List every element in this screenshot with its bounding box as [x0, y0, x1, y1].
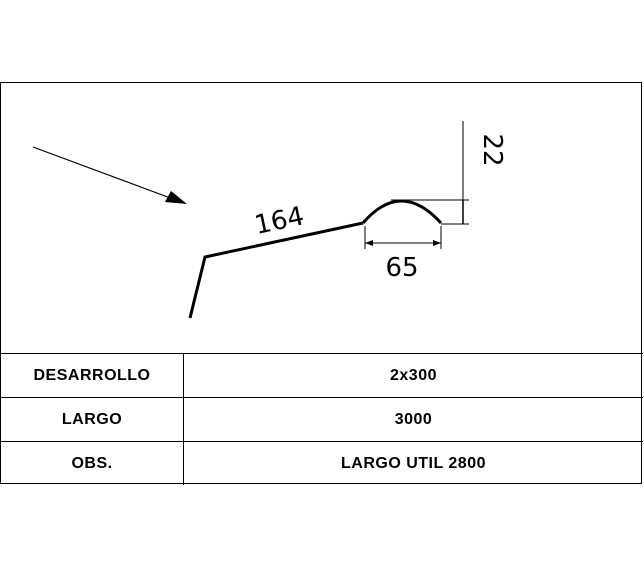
width-dimension-label: 65 [385, 253, 418, 283]
height-dimension [391, 121, 469, 225]
direction-arrow [32, 146, 187, 204]
drawing-sheet: 164 22 65 DESARROLLO 2x300 LARGO 3000 OB… [0, 82, 643, 485]
profile-drawing: 164 22 65 [1, 83, 643, 353]
table-row: LARGO 3000 [1, 397, 643, 442]
spec-table: DESARROLLO 2x300 LARGO 3000 OBS. LARGO U… [1, 353, 643, 485]
spec-label: OBS. [1, 441, 184, 485]
table-row: DESARROLLO 2x300 [1, 353, 643, 398]
length-dimension-label: 164 [252, 201, 307, 241]
spec-label: DESARROLLO [1, 353, 184, 398]
spec-value: LARGO UTIL 2800 [183, 441, 643, 485]
table-row: OBS. LARGO UTIL 2800 [1, 441, 643, 485]
spec-value: 3000 [183, 397, 643, 442]
profile-svg: 164 22 65 [32, 121, 507, 319]
sheet-profile [188, 199, 443, 319]
width-dimension [364, 226, 442, 249]
spec-label: LARGO [1, 397, 184, 442]
spec-value: 2x300 [183, 353, 643, 398]
height-dimension-label: 22 [477, 133, 507, 166]
